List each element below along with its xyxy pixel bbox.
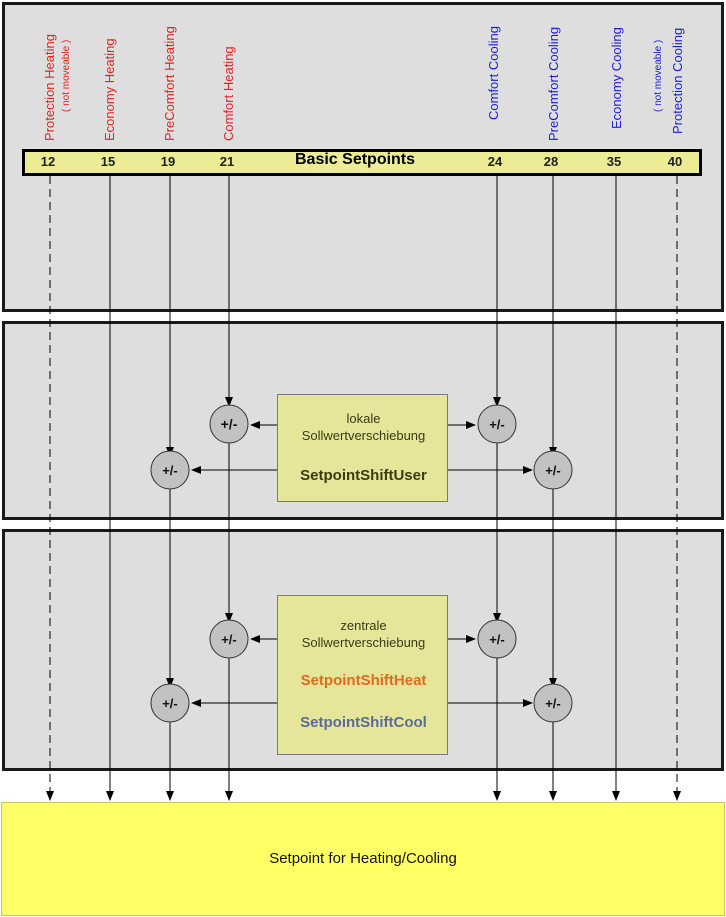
label-precomfort-heating: PreComfort Heating xyxy=(162,26,177,141)
adjust-precomfort-heating-central: +/- xyxy=(150,683,190,723)
sublabel-protection-cooling: ( not moveable ) xyxy=(653,39,664,112)
setpoint-value-economy-heating: 15 xyxy=(100,154,116,169)
adjust-comfort-heating-central: +/- xyxy=(209,619,249,659)
svg-text:+/-: +/- xyxy=(221,416,238,432)
label-comfort-cooling: Comfort Cooling xyxy=(486,26,501,120)
setpoint-value-comfort-cooling: 24 xyxy=(487,154,503,169)
adjust-precomfort-heating-local: +/- xyxy=(150,450,190,490)
svg-text:+/-: +/- xyxy=(489,632,505,647)
adjust-precomfort-cooling-central: +/- xyxy=(533,683,573,723)
local-shift-line2: Sollwertverschiebung xyxy=(301,428,426,443)
setpoint-shift-user-label: SetpointShiftUser xyxy=(300,467,427,484)
output-setpoint-label: Setpoint for Heating/Cooling xyxy=(269,850,457,867)
svg-text:+/-: +/- xyxy=(162,463,178,478)
basic-setpoints-bar xyxy=(22,149,702,176)
central-shift-box: zentrale Sollwertverschiebung SetpointSh… xyxy=(277,595,448,755)
local-shift-box: lokale Sollwertverschiebung SetpointShif… xyxy=(277,394,448,502)
adjust-circles: +/- +/- +/- +/- +/- +/- +/- +/- xyxy=(150,404,573,723)
sublabel-protection-heating: ( not moveable ) xyxy=(61,39,72,112)
setpoint-value-protection-heating: 12 xyxy=(40,154,56,169)
setpoint-shift-cool-label: SetpointShiftCool xyxy=(300,714,427,731)
setpoint-value-precomfort-heating: 19 xyxy=(160,154,176,169)
central-shift-line2: Sollwertverschiebung xyxy=(301,635,426,650)
label-economy-heating: Economy Heating xyxy=(102,38,117,141)
svg-text:+/-: +/- xyxy=(545,463,561,478)
label-comfort-heating: Comfort Heating xyxy=(221,46,236,141)
label-protection-heating: Protection Heating xyxy=(42,34,57,141)
setpoint-value-precomfort-cooling: 28 xyxy=(543,154,559,169)
label-precomfort-cooling: PreComfort Cooling xyxy=(546,26,561,141)
adjust-comfort-cooling-central: +/- xyxy=(477,619,517,659)
svg-text:+/-: +/- xyxy=(489,417,505,432)
setpoint-value-protection-cooling: 40 xyxy=(667,154,683,169)
svg-text:+/-: +/- xyxy=(221,632,237,647)
central-shift-line1: zentrale xyxy=(340,618,387,633)
setpoint-value-economy-cooling: 35 xyxy=(606,154,622,169)
svg-text:+/-: +/- xyxy=(162,696,178,711)
svg-text:+/-: +/- xyxy=(545,696,561,711)
output-setpoint-box: Setpoint for Heating/Cooling xyxy=(1,802,725,916)
setpoint-shift-heat-label: SetpointShiftHeat xyxy=(300,672,427,689)
setpoint-value-comfort-heating: 21 xyxy=(219,154,235,169)
adjust-precomfort-cooling-local: +/- xyxy=(533,450,573,490)
label-economy-cooling: Economy Cooling xyxy=(609,27,624,129)
label-protection-cooling: Protection Cooling xyxy=(670,27,685,134)
local-shift-line1: lokale xyxy=(346,411,381,426)
adjust-comfort-cooling-local: +/- xyxy=(477,404,517,444)
basic-setpoints-label: Basic Setpoints xyxy=(295,151,416,168)
adjust-comfort-heating-local: +/- xyxy=(209,404,249,444)
